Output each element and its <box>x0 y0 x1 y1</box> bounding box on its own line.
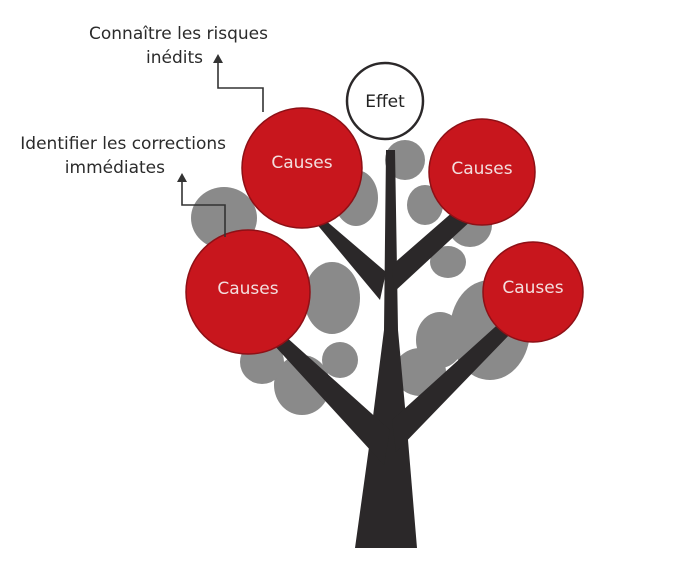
foliage-blob <box>304 262 360 334</box>
connector-left <box>181 178 226 237</box>
cause-circle <box>482 241 584 343</box>
annotation-connectors <box>177 54 264 237</box>
cause-node-lower-left: Causes <box>185 229 311 355</box>
cause-label: Causes <box>217 279 278 299</box>
cause-node-upper-right: Causes <box>428 118 536 226</box>
cause-label: Causes <box>502 278 563 298</box>
cause-circle <box>241 107 363 229</box>
arrow-up-icon <box>213 54 223 63</box>
annotation-top-line-1: Connaître les risques <box>89 24 268 44</box>
arrow-up-icon <box>177 173 187 182</box>
annotation-left-line-2: immédiates <box>65 158 165 178</box>
cause-label: Causes <box>271 153 332 173</box>
branch-lower-left <box>262 318 390 465</box>
cause-label: Causes <box>451 159 512 179</box>
foliage-blob <box>430 246 466 278</box>
cause-circle <box>428 118 536 226</box>
cause-node-upper-left: Causes <box>241 107 363 229</box>
connector-top <box>217 60 264 112</box>
cause-circle <box>185 229 311 355</box>
effect-label: Effet <box>365 92 405 112</box>
branch-lower-right <box>392 318 512 452</box>
cause-node-lower-right: Causes <box>482 241 584 343</box>
effect-node: Effet <box>345 61 425 141</box>
effect-circle <box>345 61 425 141</box>
annotation-left-line-1: Identifier les corrections <box>20 134 226 154</box>
annotation-top-line-2: inédits <box>146 48 203 68</box>
foliage-blob <box>322 342 358 378</box>
